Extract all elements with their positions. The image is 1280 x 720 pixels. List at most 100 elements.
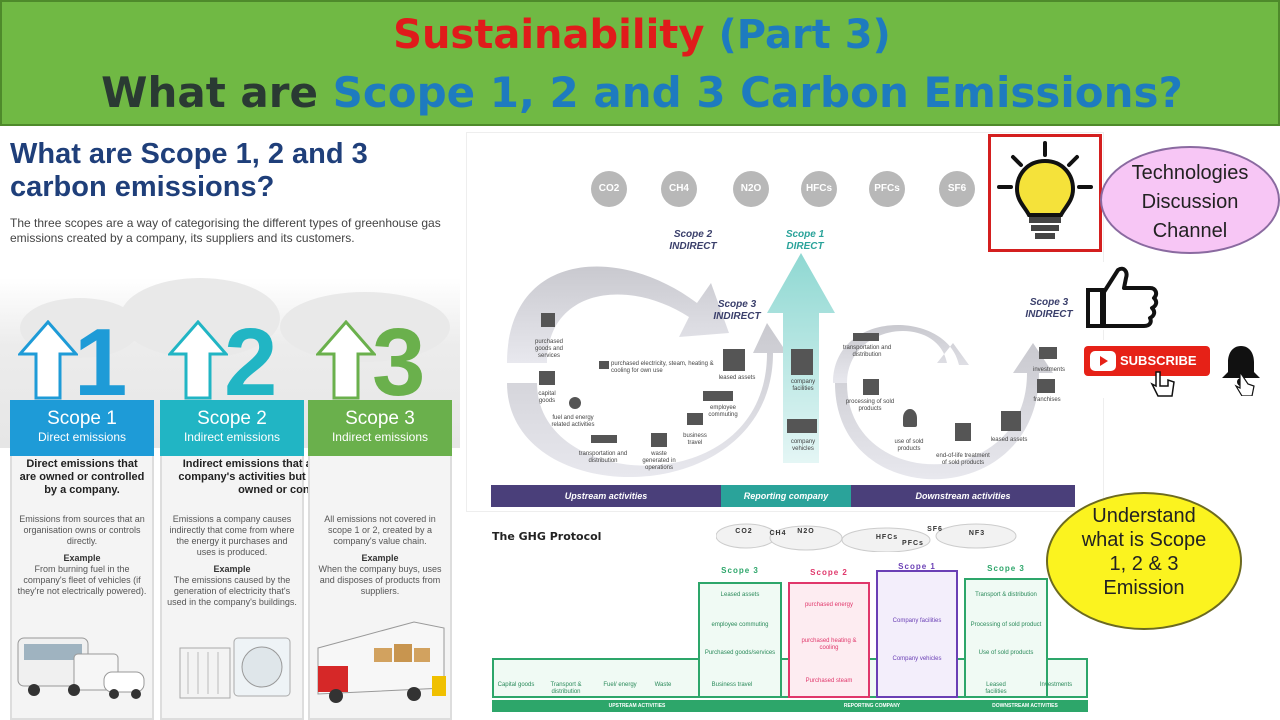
- understand-line-1: Understand: [1092, 505, 1196, 527]
- vehicles-illustration: [17, 637, 145, 699]
- company-building-icon: [791, 349, 813, 375]
- scope-2-example: The emissions caused by the generation o…: [167, 575, 297, 607]
- ghg-gas-n2o: N2O: [797, 528, 815, 535]
- scope-3-header: Scope 3 Indirect emissions: [308, 400, 452, 456]
- truck-illustration: [317, 621, 446, 703]
- processing-label: processing of sold products: [845, 399, 895, 412]
- scope-3-title: Scope 3: [345, 408, 415, 429]
- scope-3-upstream-label: Scope 3 INDIRECT: [713, 299, 761, 322]
- ghg-scope2-label: Scope 2: [810, 568, 848, 577]
- reporting-bar: Reporting company: [721, 485, 851, 507]
- scope-1-header: Scope 1 Direct emissions: [10, 400, 154, 456]
- scope-2-description: Emissions a company causes indirectly th…: [167, 514, 297, 607]
- ghg-business-travel: Business travel: [711, 682, 753, 688]
- employee-commuting-label: employee commuting: [708, 405, 738, 418]
- title-line-2: What are Scope 1, 2 and 3 Carbon Emissio…: [2, 68, 1280, 117]
- plug-icon: [599, 361, 609, 369]
- purchased-goods-label: purchased goods and services: [534, 339, 564, 359]
- transport-upstream-label: transportation and distribution: [578, 451, 628, 464]
- transport-downstream-label: transportation and distribution: [842, 345, 892, 358]
- scopes-infographic: What are Scope 1, 2 and 3 carbon emissio…: [0, 128, 460, 720]
- factory-icon: [541, 313, 555, 327]
- ghg-transport-distribution: Transport & distribution: [975, 592, 1037, 598]
- ghg-scope1-label: Scope 1: [898, 562, 936, 571]
- gas-hfcs-icon: HFCs: [801, 171, 837, 207]
- lightbulb-small-icon: [903, 409, 917, 427]
- cursor-hand-icon: [1150, 371, 1175, 397]
- infographic-title: What are Scope 1, 2 and 3 carbon emissio…: [10, 138, 368, 203]
- scope-1-label: Scope 1 DIRECT: [785, 229, 825, 252]
- ghg-gas-hfcs: HFCs: [875, 534, 899, 541]
- title-part: (Part 3): [718, 12, 891, 58]
- ghg-scope3-up-label: Scope 3: [721, 566, 759, 575]
- purchased-electricity-label: purchased electricity, steam, heating & …: [611, 361, 714, 374]
- subscribe-button[interactable]: SUBSCRIBE: [1084, 346, 1210, 376]
- ghg-purchased-steam: Purchased steam: [805, 678, 853, 684]
- ghg-processing: Processing of sold product: [970, 622, 1042, 628]
- scope-3-downstream-label: Scope 3 INDIRECT: [1025, 297, 1073, 320]
- up-arrow-icon: [18, 320, 78, 400]
- ghg-fuel-energy: Fuel/ energy: [603, 682, 637, 688]
- activity-bar: Upstream activities Reporting company Do…: [491, 485, 1075, 507]
- ghg-downstream-bar: DOWNSTREAM ACTIVITIES: [962, 700, 1088, 712]
- understand-badge: Understand what is Scope 1, 2 & 3 Emissi…: [1046, 492, 1242, 630]
- understand-line-4: Emission: [1103, 577, 1185, 599]
- leased-building-icon: [1001, 411, 1021, 431]
- business-travel-label: business travel: [683, 433, 707, 446]
- barrel-icon: [569, 397, 581, 409]
- scope-1-card: 1 Scope 1 Direct emissions Direct emissi…: [10, 309, 154, 720]
- gas-sf6-icon: SF6: [939, 171, 975, 207]
- ghg-gas-ch4: CH4: [769, 530, 787, 537]
- scope-3-card: 3 Scope 3 Indirect emissions All emissio…: [308, 309, 452, 720]
- subscribe-label: SUBSCRIBE: [1120, 353, 1197, 368]
- ghg-gas-co2: CO2: [735, 528, 753, 535]
- channel-badge: Technologies Discussion Channel: [1100, 146, 1280, 254]
- title-line-1: Sustainability (Part 3): [2, 12, 1280, 58]
- scope-3-example-label: Example: [361, 553, 399, 563]
- channel-line-2: Discussion: [1141, 191, 1239, 213]
- use-sold-products-label: use of sold products: [894, 439, 924, 452]
- up-arrow-icon: [168, 320, 228, 400]
- ghg-purchased-energy: purchased energy: [804, 602, 854, 608]
- scope-1-subtitle: Direct emissions: [37, 430, 127, 444]
- ghg-capital-goods: Capital goods: [497, 682, 535, 688]
- heater-illustration: [179, 637, 291, 699]
- processing-factory-icon: [863, 379, 879, 395]
- gas-pfcs-icon: PFCs: [869, 171, 905, 207]
- scope-3-number: 3: [372, 309, 426, 416]
- ghg-use-sold: Use of sold products: [978, 650, 1034, 656]
- waste-label: waste generated in operations: [642, 451, 676, 471]
- ship-icon: [591, 435, 617, 443]
- lightbulb-box: [988, 134, 1102, 252]
- investments-label: investments: [1032, 367, 1065, 373]
- ghg-gas-sf6: SF6: [927, 526, 943, 533]
- recycle-bin-icon: [955, 423, 971, 441]
- title-prefix: What are: [101, 68, 318, 117]
- ghg-transport-up: Transport & distribution: [550, 682, 582, 695]
- gas-ch4-icon: CH4: [661, 171, 697, 207]
- ghg-col-scope1: [876, 570, 958, 698]
- scope-1-definition: Direct emissions that are owned or contr…: [19, 458, 145, 496]
- channel-line-1: Technologies: [1131, 162, 1249, 184]
- ghg-purchased-heating: purchased heating & cooling: [801, 638, 857, 651]
- title-highlight: Scope 1, 2 and 3 Carbon Emissions?: [332, 68, 1183, 117]
- scope-2-number: 2: [224, 309, 278, 416]
- channel-line-3: Channel: [1152, 220, 1228, 242]
- capital-goods-label: capital goods: [538, 391, 556, 404]
- ghg-upstream-bar: UPSTREAM ACTIVITIES: [492, 700, 782, 712]
- bell-icon: [1222, 346, 1260, 396]
- gas-co2-icon: CO2: [591, 171, 627, 207]
- subscribe-widget: SUBSCRIBE: [1084, 340, 1264, 398]
- ghg-investments: Investments: [1039, 682, 1073, 688]
- scope-1-example-label: Example: [63, 553, 101, 563]
- scope-3-example: When the company buys, uses and disposes…: [318, 564, 442, 596]
- gas-clouds: [716, 523, 1017, 552]
- scope-1-number: 1: [74, 309, 128, 416]
- scope-2-header: Scope 2 Indirect emissions: [160, 400, 304, 456]
- plane-icon: [687, 413, 703, 425]
- understand-line-2: what is Scope: [1081, 529, 1207, 551]
- ghg-gas-pfcs: PFCs: [902, 540, 924, 547]
- ghg-company-vehicles: Company vehicles: [892, 656, 942, 662]
- train-icon: [703, 391, 733, 401]
